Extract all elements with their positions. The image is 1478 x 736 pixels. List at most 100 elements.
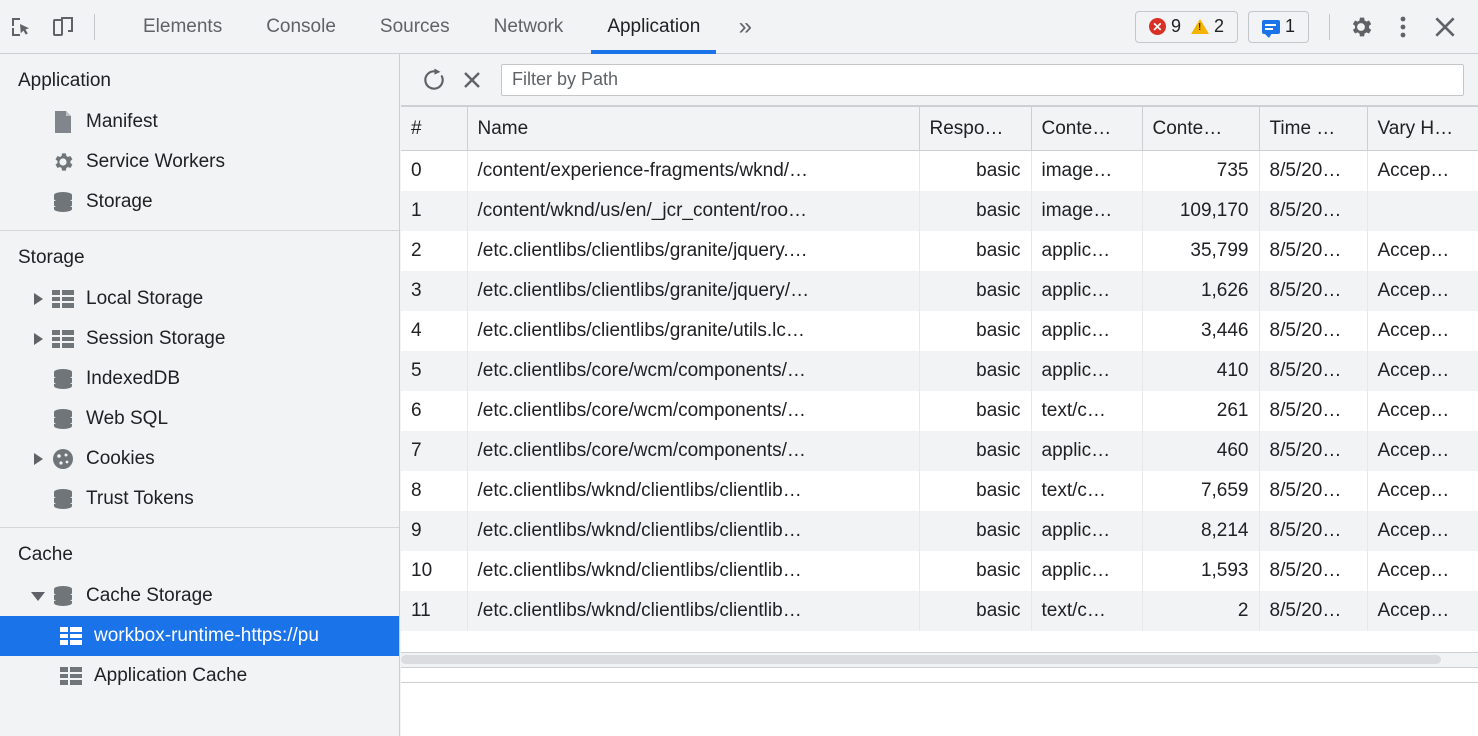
- delete-clear-icon[interactable]: [453, 61, 491, 99]
- cell-content-type: applic…: [1031, 350, 1143, 391]
- message-count-label: 1: [1284, 16, 1295, 36]
- cache-storage-panel: # Name Respo… Conte… Conte… Time … Vary …: [401, 54, 1478, 736]
- filter-by-path-input[interactable]: [501, 63, 1464, 96]
- cell-index: 0: [401, 150, 468, 191]
- sidebar-item-label: Trust Tokens: [86, 488, 194, 509]
- chevron-down-icon[interactable]: [30, 591, 46, 601]
- application-sidebar[interactable]: Application Manifest Service Workers: [0, 54, 400, 736]
- chevron-right-icon[interactable]: [30, 333, 46, 345]
- sidebar-item-application-cache[interactable]: Application Cache: [0, 656, 399, 696]
- gear-icon[interactable]: [1340, 6, 1382, 48]
- refresh-icon[interactable]: [415, 61, 453, 99]
- warning-icon: [1190, 19, 1209, 34]
- toolbar-right-controls: ✕ 9 2 1: [1134, 0, 1478, 54]
- table-icon: [58, 623, 84, 649]
- sidebar-item-workbox-runtime-cache[interactable]: workbox-runtime-https://pu: [0, 616, 399, 656]
- three-dot-glyph: [1400, 16, 1406, 37]
- more-tabs-icon[interactable]: »: [722, 0, 768, 54]
- inspect-cursor-glyph: [12, 17, 29, 36]
- cell-index: 5: [401, 350, 468, 391]
- cell-name: /etc.clientlibs/clientlibs/granite/jquer…: [467, 270, 920, 311]
- cell-name: /etc.clientlibs/core/wcm/components/…: [467, 350, 920, 391]
- cell-time-cached: 8/5/20…: [1259, 430, 1368, 471]
- cell-time-cached: 8/5/20…: [1259, 390, 1368, 431]
- error-counter[interactable]: ✕ 9: [1144, 16, 1186, 37]
- cell-index: 9: [401, 510, 468, 551]
- table-row[interactable]: 3/etc.clientlibs/clientlibs/granite/jque…: [401, 270, 1478, 311]
- message-counter[interactable]: 1: [1257, 16, 1300, 38]
- cell-name: /etc.clientlibs/wknd/clientlibs/clientli…: [467, 510, 920, 551]
- column-header-name[interactable]: Name: [467, 106, 920, 151]
- sidebar-item-session-storage[interactable]: Session Storage: [0, 319, 399, 359]
- column-header-content-type[interactable]: Conte…: [1031, 106, 1143, 151]
- sidebar-item-indexeddb[interactable]: IndexedDB: [0, 359, 399, 399]
- chevron-right-icon[interactable]: [30, 293, 46, 305]
- table-row[interactable]: 10/etc.clientlibs/wknd/clientlibs/client…: [401, 550, 1478, 591]
- table-row[interactable]: 0/content/experience-fragments/wknd/…bas…: [401, 150, 1478, 191]
- sidebar-item-storage[interactable]: Storage: [0, 182, 399, 222]
- table-row[interactable]: 2/etc.clientlibs/clientlibs/granite/jque…: [401, 230, 1478, 271]
- close-icon[interactable]: [1424, 6, 1466, 48]
- horizontal-scrollbar[interactable]: [401, 652, 1478, 668]
- more-tabs-glyph: »: [738, 12, 752, 40]
- tab-application[interactable]: Application: [585, 0, 722, 54]
- table-row[interactable]: 8/etc.clientlibs/wknd/clientlibs/clientl…: [401, 470, 1478, 511]
- cell-content-length: 3,446: [1142, 310, 1260, 351]
- tab-console-label: Console: [266, 15, 336, 37]
- tab-network[interactable]: Network: [472, 0, 586, 54]
- messages-counter-group[interactable]: 1: [1247, 10, 1309, 43]
- sidebar-item-web-sql[interactable]: Web SQL: [0, 399, 399, 439]
- database-icon: [50, 406, 76, 432]
- table-row[interactable]: 11/etc.clientlibs/wknd/clientlibs/client…: [401, 590, 1478, 631]
- tab-sources[interactable]: Sources: [358, 0, 472, 54]
- table-row[interactable]: 6/etc.clientlibs/core/wcm/components/…ba…: [401, 390, 1478, 431]
- cell-index: 10: [401, 550, 468, 591]
- sidebar-item-label: Session Storage: [86, 328, 226, 349]
- cache-entries-grid-container: # Name Respo… Conte… Conte… Time … Vary …: [401, 106, 1478, 668]
- inspect-cursor-icon[interactable]: [0, 6, 42, 48]
- tab-sources-label: Sources: [379, 15, 450, 37]
- sidebar-item-service-workers[interactable]: Service Workers: [0, 142, 399, 182]
- cell-response-type: basic: [919, 350, 1032, 391]
- table-row[interactable]: 9/etc.clientlibs/wknd/clientlibs/clientl…: [401, 510, 1478, 551]
- cell-vary-header: Accep…: [1367, 350, 1478, 391]
- table-row[interactable]: 5/etc.clientlibs/core/wcm/components/…ba…: [401, 350, 1478, 391]
- cell-content-type: applic…: [1031, 550, 1143, 591]
- column-header-response-type[interactable]: Respo…: [919, 106, 1032, 151]
- sidebar-item-manifest[interactable]: Manifest: [0, 102, 399, 142]
- chevron-right-icon[interactable]: [30, 453, 46, 465]
- cell-time-cached: 8/5/20…: [1259, 150, 1368, 191]
- tab-elements[interactable]: Elements: [121, 0, 244, 54]
- panel-tabs: Elements Console Sources Network Applica…: [121, 0, 768, 54]
- issues-counter-group[interactable]: ✕ 9 2: [1134, 10, 1238, 43]
- horizontal-scrollbar-thumb[interactable]: [401, 655, 1441, 664]
- column-header-time-cached[interactable]: Time …: [1259, 106, 1368, 151]
- close-glyph: [1435, 16, 1455, 37]
- sidebar-item-trust-tokens[interactable]: Trust Tokens: [0, 479, 399, 519]
- sidebar-item-label: Cookies: [86, 448, 155, 469]
- table-row[interactable]: 4/etc.clientlibs/clientlibs/granite/util…: [401, 310, 1478, 351]
- sidebar-item-cookies[interactable]: Cookies: [0, 439, 399, 479]
- three-dot-menu-icon[interactable]: [1382, 6, 1424, 48]
- table-row[interactable]: 7/etc.clientlibs/core/wcm/components/…ba…: [401, 430, 1478, 471]
- cell-time-cached: 8/5/20…: [1259, 350, 1368, 391]
- table-row[interactable]: 1/content/wknd/us/en/_jcr_content/roo…ba…: [401, 190, 1478, 231]
- tab-console[interactable]: Console: [244, 0, 358, 54]
- sidebar-item-cache-storage[interactable]: Cache Storage: [0, 576, 399, 616]
- cell-vary-header: [1367, 190, 1478, 231]
- column-header-vary-header[interactable]: Vary H…: [1367, 106, 1478, 151]
- cell-name: /etc.clientlibs/core/wcm/components/…: [467, 430, 920, 471]
- cell-vary-header: Accep…: [1367, 430, 1478, 471]
- gear-glyph: [1352, 17, 1372, 36]
- cell-content-type: applic…: [1031, 510, 1143, 551]
- cell-name: /content/wknd/us/en/_jcr_content/roo…: [467, 190, 920, 231]
- gear-icon: [50, 149, 76, 175]
- sidebar-item-local-storage[interactable]: Local Storage: [0, 279, 399, 319]
- sidebar-item-label: Application Cache: [94, 665, 248, 686]
- cell-name: /etc.clientlibs/wknd/clientlibs/clientli…: [467, 470, 920, 511]
- cell-time-cached: 8/5/20…: [1259, 310, 1368, 351]
- column-header-index[interactable]: #: [401, 106, 468, 151]
- warning-counter[interactable]: 2: [1186, 16, 1229, 37]
- column-header-content-length[interactable]: Conte…: [1142, 106, 1260, 151]
- device-toggle-icon[interactable]: [42, 6, 84, 48]
